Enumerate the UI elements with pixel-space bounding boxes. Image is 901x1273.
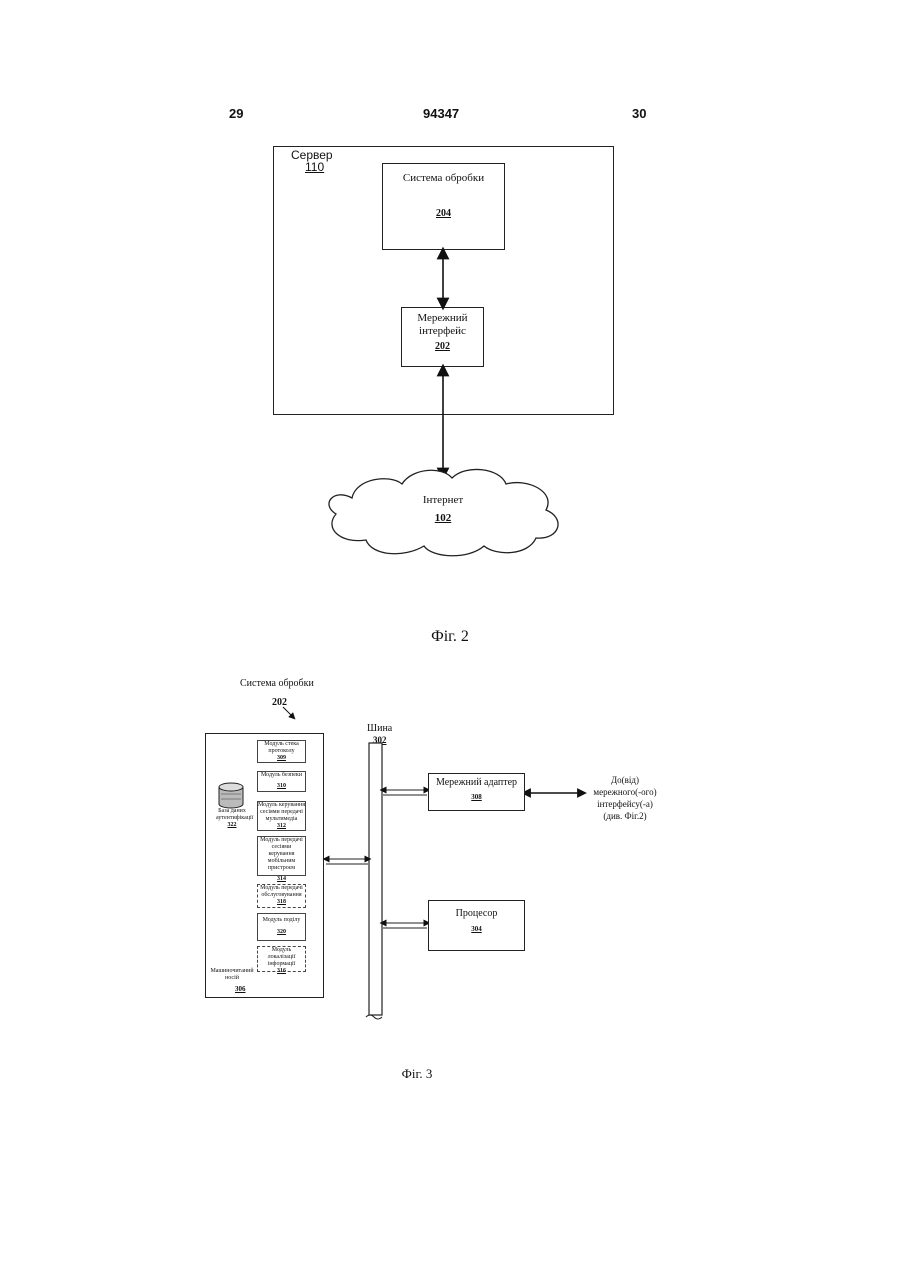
processor-box: Процесор 304 (428, 900, 525, 951)
storage-bus-connection (326, 859, 368, 864)
storage-number: 306 (235, 985, 246, 993)
storage-label: Машиночитаний носій (207, 968, 257, 982)
bus-processor-connection (383, 923, 427, 928)
network-adapter-label: Мережний адаптер (429, 777, 524, 788)
bus-adapter-connection (383, 790, 427, 795)
database-label: База данихаутентифікації 322 (216, 808, 248, 829)
network-adapter-number: 308 (429, 793, 524, 801)
system-pointer-arrow (283, 707, 293, 717)
external-interface-label: До(від) мережного(-ого) інтерфейсу(-а) (… (585, 774, 665, 822)
processor-number: 304 (429, 925, 524, 933)
figure-3-caption: Фіг. 3 (387, 1066, 447, 1082)
network-adapter-box: Мережний адаптер 308 (428, 773, 525, 811)
bus-bar (369, 743, 382, 1015)
processor-label: Процесор (429, 908, 524, 919)
database-icon (219, 783, 243, 808)
